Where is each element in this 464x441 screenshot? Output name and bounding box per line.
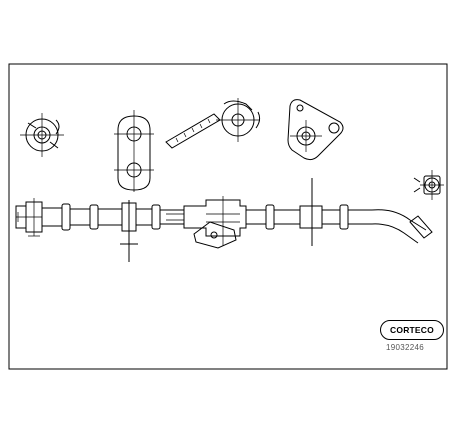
mounting-clip-icon: [20, 113, 64, 157]
hose-nut-icon: [413, 170, 444, 200]
corteco-logo: CORTECO: [380, 320, 444, 340]
brake-hose-icon: [15, 178, 433, 262]
part-number-label: 19032246: [386, 343, 424, 352]
drawing-border-icon: [8, 63, 448, 370]
mounting-bracket-icon: [114, 110, 154, 192]
triangular-bracket-icon: [287, 99, 344, 161]
angled-bracket-icon: [165, 98, 261, 149]
